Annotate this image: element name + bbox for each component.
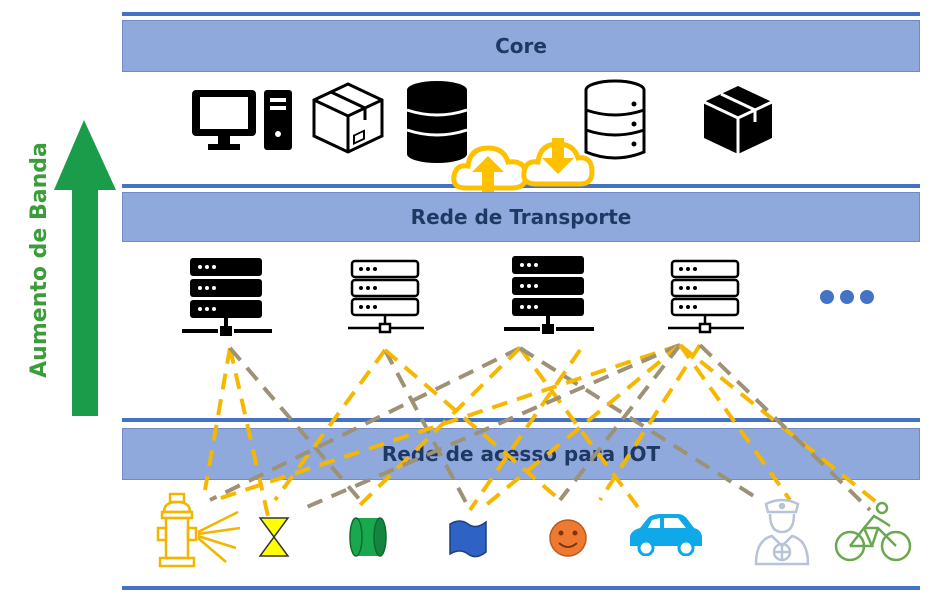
transport-bottom-rule [122, 418, 920, 422]
bandwidth-axis: Aumento de Banda [6, 120, 116, 440]
officer-icon [752, 494, 812, 566]
box-outline-icon [310, 80, 386, 156]
cloud-upload-icon [450, 140, 530, 194]
server-outline-icon [346, 258, 426, 338]
transport-label: Rede de Transporte [410, 205, 632, 229]
core-label: Core [495, 34, 547, 58]
cloud-download-icon [520, 134, 596, 190]
more-dots-icon [820, 290, 880, 309]
server-outline-icon [666, 258, 746, 338]
database-outline-icon [582, 78, 648, 164]
desktop-computer-icon [190, 88, 294, 152]
flag-icon [448, 518, 488, 558]
server-filled-icon [504, 254, 594, 340]
hourglass-icon [258, 516, 290, 558]
side-label: Aumento de Banda [27, 142, 52, 378]
fire-hydrant-icon [156, 492, 242, 572]
box-filled-icon [700, 82, 776, 158]
smiley-icon [548, 518, 588, 558]
cylinder-icon [348, 516, 388, 558]
server-filled-icon [182, 256, 272, 342]
bottom-rule [122, 586, 920, 590]
transport-band: Rede de Transporte [122, 192, 920, 242]
car-icon [626, 512, 704, 556]
core-band: Core [122, 20, 920, 72]
top-rule [122, 12, 920, 16]
cyclist-icon [834, 500, 912, 564]
database-filled-icon [404, 80, 470, 164]
up-arrow-icon [54, 120, 116, 416]
